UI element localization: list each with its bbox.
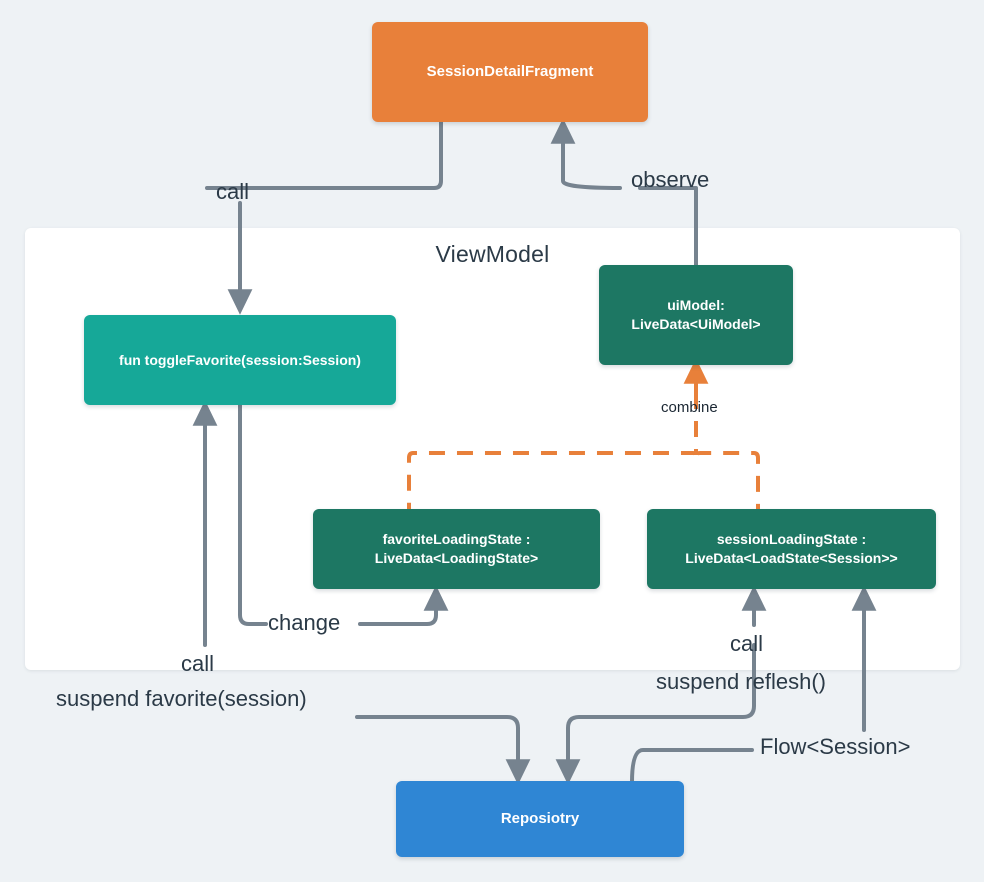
node-repository-label: Reposiotry: [500, 809, 580, 827]
edge-observe-arrow: [550, 118, 622, 190]
viewmodel-panel-label: ViewModel: [435, 241, 550, 267]
node-favorite-loading-state-line2: LiveData<LoadingState>: [374, 550, 539, 566]
node-uimodel-livedata-line1: uiModel:: [667, 297, 725, 314]
node-session-detail-fragment-label: SessionDetailFragment: [426, 62, 594, 80]
node-favorite-loading-state[interactable]: favoriteLoadingState : LiveData<LoadingS…: [313, 509, 600, 589]
edge-label-change: change: [268, 610, 341, 635]
edge-label-call-top: call: [216, 179, 250, 204]
node-session-loading-state[interactable]: sessionLoadingState : LiveData<LoadState…: [647, 509, 936, 589]
node-favorite-loading-state-text: favoriteLoadingState : LiveData<LoadingS…: [375, 530, 538, 568]
node-session-loading-state-line2: LiveData<LoadState<Session>>: [685, 550, 898, 566]
edge-suspend-favorite: [355, 715, 531, 785]
node-uimodel-livedata-text: uiModel: LiveData<UiModel>: [631, 296, 760, 334]
node-session-detail-fragment[interactable]: SessionDetailFragment: [372, 22, 648, 122]
edge-label-suspend-reflesh: suspend reflesh(): [656, 669, 826, 694]
node-session-loading-state-text: sessionLoadingState : LiveData<LoadState…: [685, 530, 897, 568]
node-favorite-loading-state-line1: favoriteLoadingState :: [382, 531, 531, 548]
edge-label-observe: observe: [631, 167, 710, 192]
edge-flow-session-stem: [630, 748, 754, 784]
edge-label-suspend-favorite: suspend favorite(session): [56, 686, 307, 711]
node-session-loading-state-line1: sessionLoadingState :: [716, 531, 867, 548]
node-toggle-favorite-function-label: fun toggleFavorite(session:Session): [119, 351, 361, 368]
node-uimodel-livedata[interactable]: uiModel: LiveData<UiModel>: [599, 265, 793, 365]
node-uimodel-livedata-line2: LiveData<UiModel>: [631, 316, 761, 332]
edge-label-call-right: call: [730, 631, 764, 656]
edge-label-combine: combine: [661, 399, 718, 416]
edge-label-flow-session: Flow<Session>: [760, 734, 911, 759]
edge-label-call-left: call: [181, 651, 215, 676]
node-toggle-favorite-function[interactable]: fun toggleFavorite(session:Session): [84, 315, 396, 405]
node-repository[interactable]: Reposiotry: [396, 781, 684, 857]
viewmodel-panel: [25, 228, 960, 670]
